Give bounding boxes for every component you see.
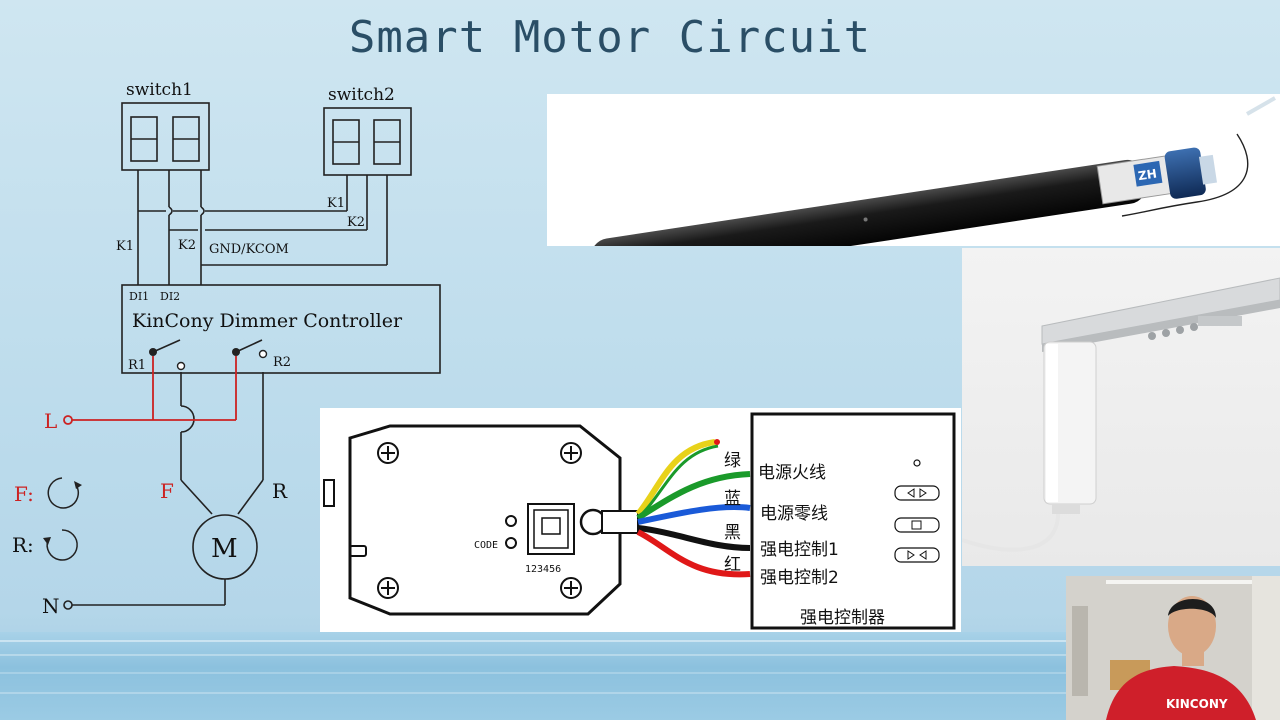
switch1-label: switch1 <box>126 80 193 100</box>
port-numbers: 123456 <box>525 564 561 575</box>
k2-left-label: K2 <box>178 238 196 253</box>
control1-label: 强电控制1 <box>760 540 839 560</box>
reverse-rotation-icon <box>46 529 78 561</box>
di1-label: DI1 <box>129 290 149 303</box>
wire-green-label: 绿 <box>724 451 741 471</box>
r1-label: R1 <box>128 358 146 373</box>
k2-right-label: K2 <box>347 215 365 230</box>
motor-brand: ZH <box>1137 167 1158 184</box>
k1-left-label: K1 <box>116 239 134 254</box>
k1-right-label: K1 <box>327 196 345 211</box>
code-label: CODE <box>474 540 498 551</box>
forward-rotation-icon <box>47 477 79 509</box>
switch1-box <box>121 102 210 171</box>
neutral-wire-label: 电源零线 <box>760 504 828 524</box>
webcam-overlay: KINCONY <box>1066 576 1280 720</box>
line-label: L <box>44 409 57 433</box>
circuit-diagram: switch1 switch2 K1 K2 GND/KCOM K1 K2 DI1… <box>12 80 441 618</box>
reverse-terminal-label: R <box>272 479 288 503</box>
tubular-motor-photo: ZH <box>547 94 1280 246</box>
curtain-motor-photo <box>962 248 1280 566</box>
sea-background <box>0 632 1066 720</box>
page-title: Smart Motor Circuit <box>348 12 872 63</box>
controller-label: KinCony Dimmer Controller <box>132 310 403 332</box>
wire-black-label: 黑 <box>724 523 741 543</box>
controller-box <box>121 284 441 374</box>
forward-terminal-label: F <box>160 479 174 503</box>
r2-label: R2 <box>273 355 291 370</box>
line-wire <box>63 356 237 425</box>
live-wire-label: 电源火线 <box>758 463 826 483</box>
neutral-label: N <box>42 594 60 618</box>
wire-red-label: 红 <box>724 555 741 575</box>
wire-blue-label: 蓝 <box>724 489 741 509</box>
legend-reverse-label: R: <box>12 533 34 557</box>
switch2-label: switch2 <box>328 85 395 105</box>
motor-label: M <box>211 534 238 564</box>
hoodie-text: KINCONY <box>1166 697 1228 711</box>
controller-name-label: 强电控制器 <box>800 608 885 628</box>
di2-label: DI2 <box>160 290 180 303</box>
gnd-label: GND/KCOM <box>209 242 289 257</box>
control2-label: 强电控制2 <box>760 568 839 588</box>
wiring-module-panel: 123456 CODE 绿 蓝 黑 红 电源火线 <box>320 408 961 632</box>
legend-forward-label: F: <box>14 482 34 506</box>
